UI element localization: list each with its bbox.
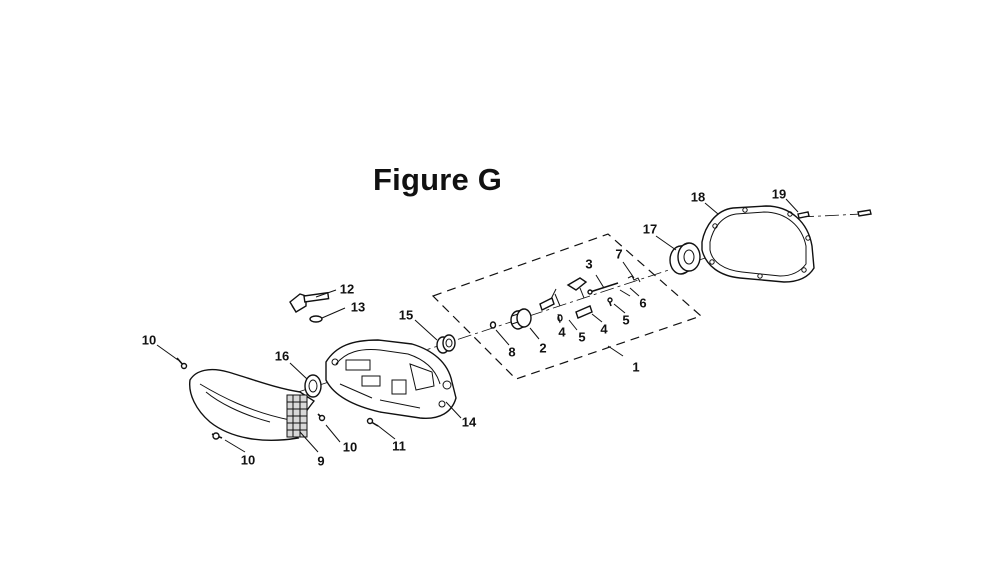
callout-19: 19 bbox=[771, 186, 787, 202]
lower-guard-part bbox=[189, 368, 316, 441]
callout-4a: 4 bbox=[558, 324, 566, 340]
shaft-6 bbox=[619, 289, 631, 297]
o-ring-part bbox=[309, 315, 323, 323]
callout-5a: 5 bbox=[578, 329, 586, 345]
callout-10c: 10 bbox=[240, 452, 256, 468]
assembly-boundary bbox=[431, 233, 703, 380]
gasket-part bbox=[701, 205, 815, 283]
callout-9: 9 bbox=[317, 453, 325, 469]
callout-5b: 5 bbox=[622, 312, 630, 328]
seal-part bbox=[304, 374, 322, 398]
screw-10-lower bbox=[211, 432, 223, 440]
leader-lines bbox=[156, 198, 799, 453]
gear-2 bbox=[510, 308, 532, 330]
callout-12: 12 bbox=[339, 281, 355, 297]
callout-17: 17 bbox=[642, 221, 658, 237]
callout-14: 14 bbox=[461, 414, 477, 430]
figure-title: Figure G bbox=[373, 162, 503, 197]
callout-4b: 4 bbox=[600, 321, 608, 337]
lever-part bbox=[566, 277, 588, 299]
gear-housing-part bbox=[325, 339, 457, 419]
callout-7: 7 bbox=[615, 246, 623, 262]
callout-3: 3 bbox=[585, 256, 593, 272]
spring-7 bbox=[627, 275, 641, 283]
dowel-pin-19a bbox=[797, 211, 810, 219]
callout-8: 8 bbox=[508, 344, 516, 360]
callout-16: 16 bbox=[274, 348, 290, 364]
callout-18: 18 bbox=[690, 189, 706, 205]
bearing-part bbox=[436, 334, 456, 354]
upper-axis-line bbox=[799, 213, 863, 218]
callout-13: 13 bbox=[350, 299, 366, 315]
callout-10a: 10 bbox=[141, 332, 157, 348]
large-bearing-part bbox=[669, 242, 701, 275]
callout-15: 15 bbox=[398, 307, 414, 323]
dowel-pin-19b bbox=[857, 209, 872, 217]
washer-4b bbox=[575, 305, 593, 319]
callout-1: 1 bbox=[632, 359, 640, 375]
pin-8 bbox=[489, 321, 497, 329]
callout-2: 2 bbox=[539, 340, 547, 356]
callout-10b: 10 bbox=[342, 439, 358, 455]
screw-11 bbox=[366, 417, 379, 427]
callout-6: 6 bbox=[639, 295, 647, 311]
washer-4a bbox=[539, 297, 555, 311]
knob-part bbox=[289, 291, 330, 313]
key-5b bbox=[607, 297, 613, 307]
screw-10-upper bbox=[176, 357, 188, 370]
callout-11: 11 bbox=[392, 438, 406, 454]
screw-10-middle bbox=[317, 413, 326, 422]
